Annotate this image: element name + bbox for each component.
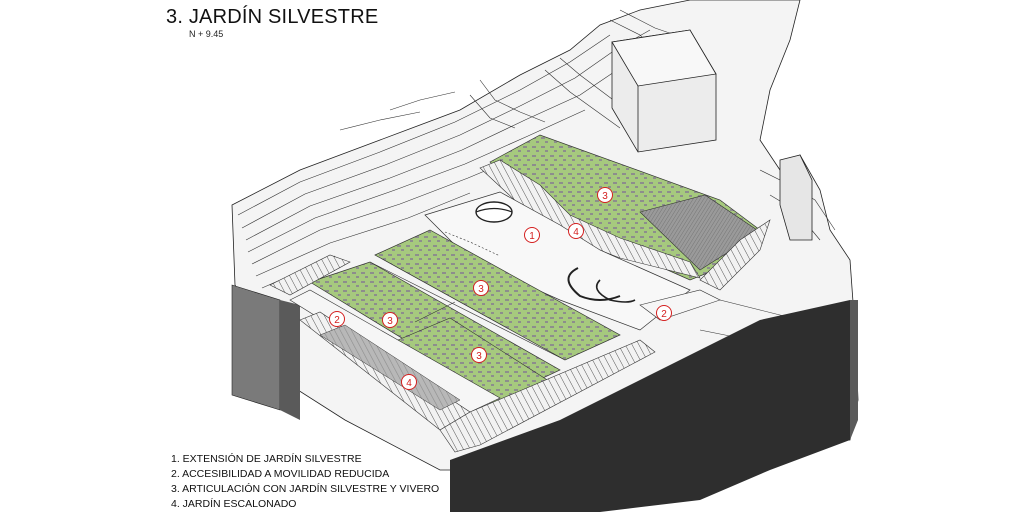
marker-3-center: 3: [473, 280, 489, 296]
svg-text:2: 2: [334, 315, 340, 326]
marker-4-upper: 4: [568, 223, 584, 239]
svg-text:4: 4: [406, 378, 412, 389]
marker-4-lower: 4: [401, 374, 417, 390]
section-cuts: [231, 284, 858, 512]
svg-text:2: 2: [661, 309, 667, 320]
legend-item-4: 4. JARDÍN ESCALONADO: [171, 498, 297, 510]
marker-3-left: 3: [382, 312, 398, 328]
garden-beds: [309, 229, 621, 411]
marker-3-bottom: 3: [471, 347, 487, 363]
svg-text:4: 4: [573, 227, 579, 238]
svg-text:3: 3: [387, 316, 393, 327]
legend: 1. EXTENSIÓN DE JARDÍN SILVESTRE 2. ACCE…: [171, 452, 439, 512]
marker-2-left: 2: [329, 311, 345, 327]
legend-item-1: 1. EXTENSIÓN DE JARDÍN SILVESTRE: [171, 453, 362, 465]
level-label: N + 9.45: [189, 29, 224, 39]
page-title: 3. JARDÍN SILVESTRE: [166, 6, 379, 28]
svg-text:1: 1: [529, 231, 535, 242]
svg-text:3: 3: [476, 351, 482, 362]
plaza: [424, 191, 691, 331]
lower-terraces: [269, 219, 771, 453]
marker-2-right: 2: [656, 305, 672, 321]
markers: 1 2 2 3 3 3 3 4: [329, 187, 672, 390]
legend-item-2: 2. ACCESIBILIDAD A MOVILIDAD REDUCIDA: [171, 468, 390, 480]
marker-1: 1: [524, 227, 540, 243]
marker-3-top: 3: [597, 187, 613, 203]
legend-item-3: 3. ARTICULACIÓN CON JARDÍN SILVESTRE Y V…: [171, 483, 440, 495]
svg-text:3: 3: [602, 191, 608, 202]
svg-text:3: 3: [478, 284, 484, 295]
